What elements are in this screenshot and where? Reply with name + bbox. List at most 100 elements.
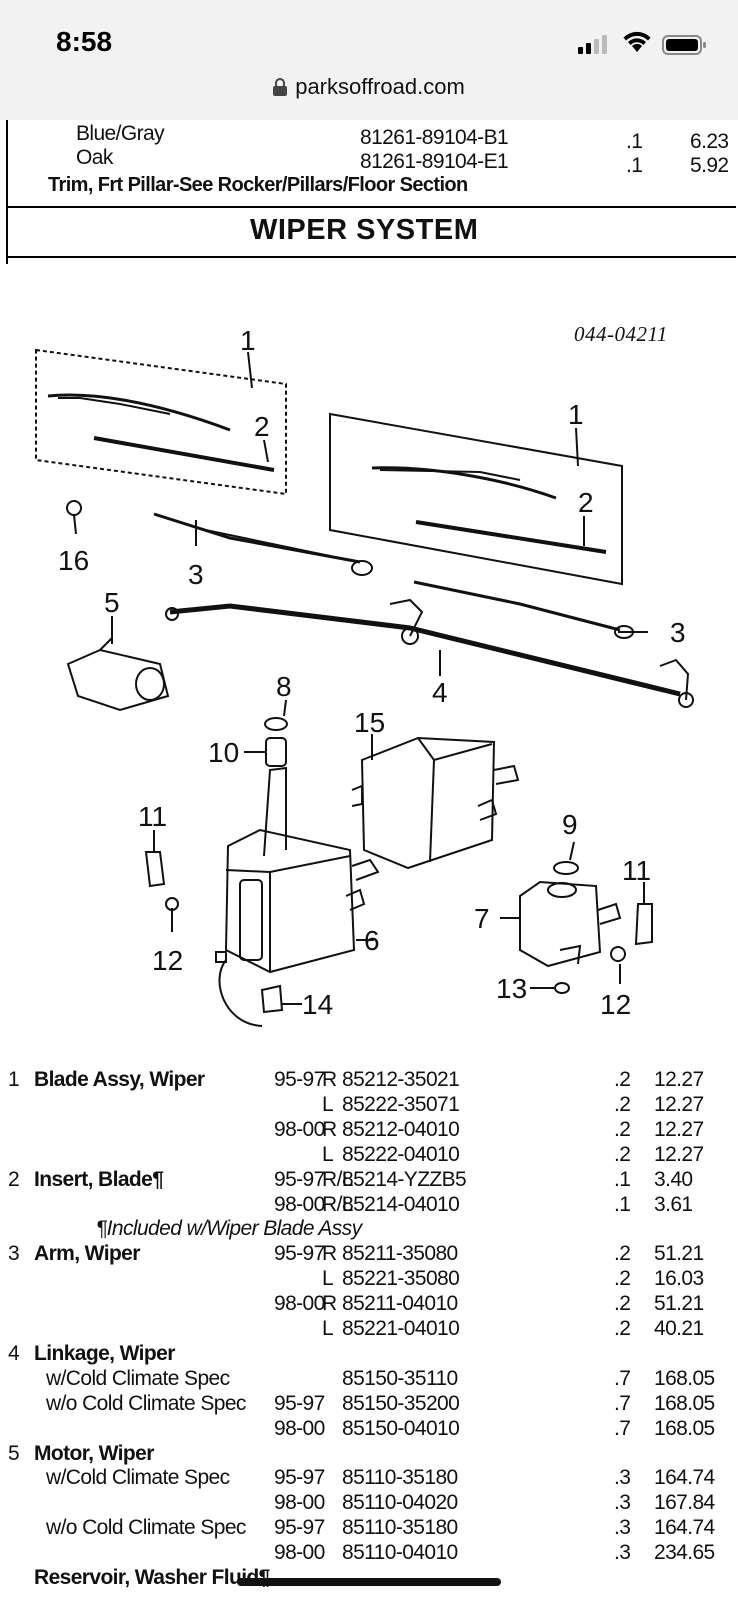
row-name: Blue/Gray [76,122,165,145]
part-qty: .2 [614,1267,631,1290]
part-price: 164.74 [654,1516,715,1539]
callout: 8 [276,671,292,702]
section-rule-top [6,206,736,208]
part-side: L [322,1317,334,1340]
part-price: 40.21 [654,1317,704,1340]
catalog-page: Blue/Gray 81261-89104-B1 .1 6.23 Oak 812… [0,120,738,1598]
callout: 3 [188,559,204,590]
part-year: 98-00 [274,1541,325,1564]
row-qty: .1 [626,154,643,177]
part-price: 168.05 [654,1367,715,1390]
part-price: 12.27 [654,1093,704,1116]
part-name: Blade Assy, Wiper [34,1068,205,1091]
part-qty: .7 [614,1392,631,1415]
part-year: 98-00 [274,1193,325,1216]
callout: 2 [254,411,270,442]
part-price: 167.84 [654,1491,715,1514]
lock-icon [273,78,288,96]
part-side: R/L [322,1193,353,1216]
part-code: 85211-04010 [342,1292,458,1315]
part-name: w/o Cold Climate Spec [46,1392,246,1415]
callout: 15 [354,707,385,738]
part-price: 12.27 [654,1118,704,1141]
callout: 1 [240,325,256,356]
part-qty: .1 [614,1168,631,1191]
callout: 5 [104,587,120,618]
part-price: 164.74 [654,1466,715,1489]
part-qty: .2 [614,1143,631,1166]
part-code: 85211-35080 [342,1242,458,1265]
callout: 6 [364,925,380,956]
part-name: Motor, Wiper [34,1442,154,1465]
part-code: 85150-35200 [342,1392,460,1415]
part-name: Arm, Wiper [34,1242,140,1265]
wifi-icon [623,31,651,52]
part-side: R [322,1242,337,1265]
part-price: 16.03 [654,1267,704,1290]
part-year: 95-97 [274,1516,325,1539]
row-part: 81261-89104-B1 [360,126,509,149]
callout: 12 [600,989,631,1020]
part-code: 85222-35071 [342,1093,460,1116]
address-bar[interactable]: parksoffroad.com [0,74,738,100]
row-qty: .1 [626,130,643,153]
part-price: 168.05 [654,1392,715,1415]
part-code: 85150-04010 [342,1417,460,1440]
part-number-index: 4 [8,1342,20,1365]
part-year: 98-00 [274,1491,325,1514]
part-year: 98-00 [274,1417,325,1440]
part-year: 95-97 [274,1168,325,1191]
part-year: 95-97 [274,1242,325,1265]
part-year: 98-00 [274,1292,325,1315]
part-code: 85212-04010 [342,1118,460,1141]
part-qty: .2 [614,1292,631,1315]
part-year: 95-97 [274,1068,325,1091]
part-name: Linkage, Wiper [34,1342,175,1365]
part-qty: .2 [614,1118,631,1141]
section-title: WIPER SYSTEM [250,214,479,246]
part-price: 234.65 [654,1541,715,1564]
callout: 12 [152,945,183,976]
left-rule [6,120,8,260]
callout: 11 [622,855,651,886]
rule-corner [6,256,8,264]
callout: 13 [496,973,527,1004]
trim-note: Trim, Frt Pillar-See Rocker/Pillars/Floo… [48,174,468,196]
part-name: w/Cold Climate Spec [46,1466,230,1489]
part-number-index: 5 [8,1442,20,1465]
part-side: L [322,1093,334,1116]
part-number-index: 1 [8,1068,20,1091]
part-qty: .3 [614,1491,631,1514]
domain-text: parksoffroad.com [295,74,465,99]
callout: 16 [58,545,89,576]
part-name: Insert, Blade¶ [34,1168,164,1191]
callout: 10 [208,737,239,768]
callout: 3 [670,617,686,648]
callout: 4 [432,677,448,708]
part-qty: .2 [614,1093,631,1116]
callout: 2 [578,487,594,518]
part-side: L [322,1267,334,1290]
part-name: w/o Cold Climate Spec [46,1516,246,1539]
part-year: 95-97 [274,1466,325,1489]
part-year: 95-97 [274,1392,325,1415]
battery-icon [662,35,706,55]
wiper-system-diagram: 1 2 1 2 16 3 3 5 4 8 15 10 11 9 11 7 6 1… [35,325,694,1027]
part-side: R/L [322,1168,353,1191]
section-rule-bottom [6,256,736,258]
part-price: 12.27 [654,1143,704,1166]
part-code: 85214-YZZB5 [342,1168,467,1191]
status-bar: 8:58 parksoffroad.com [0,0,738,120]
part-side: R [322,1118,337,1141]
part-price: 168.05 [654,1417,715,1440]
part-code: 85214-04010 [342,1193,460,1216]
part-code: 85110-04010 [342,1541,458,1564]
part-code: 85221-35080 [342,1267,460,1290]
part-code: 85110-35180 [342,1466,458,1489]
part-code: 85221-04010 [342,1317,460,1340]
part-price: 3.40 [654,1168,693,1191]
diagram-callouts: 1 2 1 2 16 3 3 5 4 8 15 10 11 9 11 7 6 1… [58,325,686,1020]
part-number-index: 2 [8,1168,20,1191]
home-indicator[interactable] [237,1578,501,1586]
part-year: 98-00 [274,1118,325,1141]
